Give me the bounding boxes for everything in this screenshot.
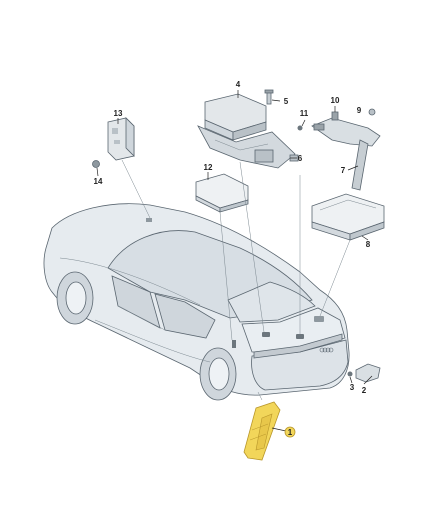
car-illustration	[43, 203, 350, 401]
callout-11: 11	[300, 109, 309, 118]
front-rim	[65, 281, 87, 315]
sensor-mark-roof	[146, 218, 152, 222]
sensor-mark-trunk	[314, 316, 324, 322]
brand-rings	[319, 347, 334, 353]
side-window-rear	[154, 293, 216, 339]
callout-14: 14	[94, 177, 103, 186]
callout-4: 4	[236, 80, 241, 89]
rear-window	[227, 281, 316, 323]
callout-7: 7	[341, 166, 346, 175]
screw-3	[347, 371, 353, 377]
rear-bumper	[251, 339, 349, 391]
sensor-mark-rear-left	[262, 332, 270, 337]
callout-labels: 1 2 3 4 5 6 7 8 9 10 11 12 13 14	[94, 80, 371, 438]
screw-9	[368, 108, 376, 116]
component-control-unit-bracket	[197, 89, 299, 169]
nut-14	[92, 160, 100, 168]
bolt-5	[266, 91, 272, 105]
callout-6: 6	[298, 154, 303, 163]
callout-8: 8	[366, 240, 371, 249]
callout-5: 5	[284, 97, 289, 106]
callout-10: 10	[331, 96, 340, 105]
callout-1: 1	[288, 428, 293, 437]
side-window-front	[111, 275, 161, 329]
component-2-sensor	[347, 363, 381, 383]
callout-9: 9	[357, 106, 362, 115]
component-8-control-unit	[311, 193, 385, 241]
callout-13: 13	[114, 109, 123, 118]
nut-11	[297, 125, 303, 131]
tail-light	[253, 333, 343, 359]
component-12-module	[195, 173, 249, 213]
leader-lines	[96, 90, 373, 432]
callout-2: 2	[362, 386, 367, 395]
callout-3: 3	[350, 383, 355, 392]
component-7-bracket	[297, 108, 381, 191]
sensor-mark-rear-right	[296, 334, 304, 339]
callout-1-marker	[284, 426, 296, 438]
part-1-highlighted[interactable]	[243, 401, 281, 461]
callout-12: 12	[204, 163, 213, 172]
clip-10	[331, 111, 339, 121]
rear-rim	[208, 357, 230, 391]
sensor-mark-door	[232, 340, 236, 348]
component-13-bracket	[92, 117, 135, 168]
